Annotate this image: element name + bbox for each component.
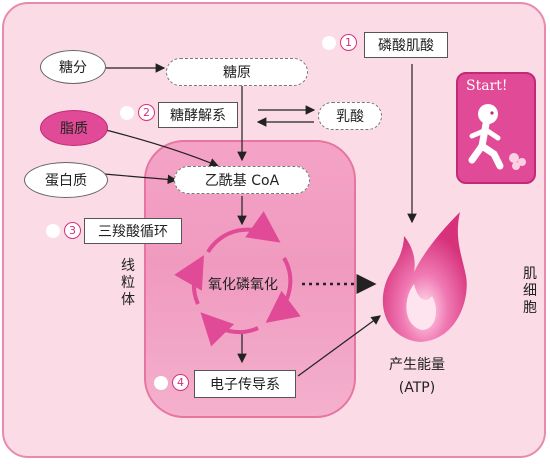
mitochondria-char: 体 <box>121 292 135 308</box>
marker-dot-icon <box>154 375 168 390</box>
energy-label: 产生能量 (ATP) <box>372 354 462 396</box>
energy-label-line2: (ATP) <box>398 380 436 396</box>
step-1-marker: 1 <box>322 34 357 51</box>
lactate-box: 乳酸 <box>318 102 382 130</box>
start-panel: Start! <box>456 72 536 184</box>
muscle-cell-char: 胞 <box>523 300 537 316</box>
glycolysis-box: 糖酵解系 <box>158 102 238 128</box>
muscle-cell-label: 肌 细 胞 <box>522 266 538 317</box>
start-text: Start! <box>466 78 508 94</box>
oxphos-label: 氧化磷氧化 <box>208 277 278 293</box>
mitochondria-char: 粒 <box>121 275 135 291</box>
mitochondria-char: 线 <box>121 258 135 274</box>
step-3-marker: 3 <box>46 222 81 239</box>
marker-dot-icon <box>46 223 60 238</box>
step-2-number: 2 <box>138 104 155 121</box>
energy-label-line1: 产生能量 <box>389 357 445 373</box>
step-4-number: 4 <box>172 374 189 391</box>
sugar-oval: 糖分 <box>40 50 106 84</box>
step-3-number: 3 <box>64 222 81 239</box>
creatine-phosphate-box: 磷酸肌酸 <box>364 32 448 58</box>
marker-dot-icon <box>322 35 336 50</box>
running-person-icon <box>468 104 526 170</box>
tca-cycle-box: 三羧酸循环 <box>84 218 182 244</box>
marker-dot-icon <box>120 105 134 120</box>
mitochondria-label: 线 粒 体 <box>120 258 136 309</box>
lipid-oval: 脂质 <box>40 110 108 146</box>
step-1-number: 1 <box>340 34 357 51</box>
muscle-cell-char: 细 <box>523 283 537 299</box>
step-4-marker: 4 <box>154 374 189 391</box>
protein-oval: 蛋白质 <box>24 162 108 198</box>
step-2-marker: 2 <box>120 104 155 121</box>
glycogen-box: 糖原 <box>166 58 308 86</box>
muscle-cell-char: 肌 <box>523 266 537 282</box>
electron-transport-box: 电子传导系 <box>194 370 296 398</box>
acetyl-coa-box: 乙酰基 CoA <box>174 166 310 194</box>
